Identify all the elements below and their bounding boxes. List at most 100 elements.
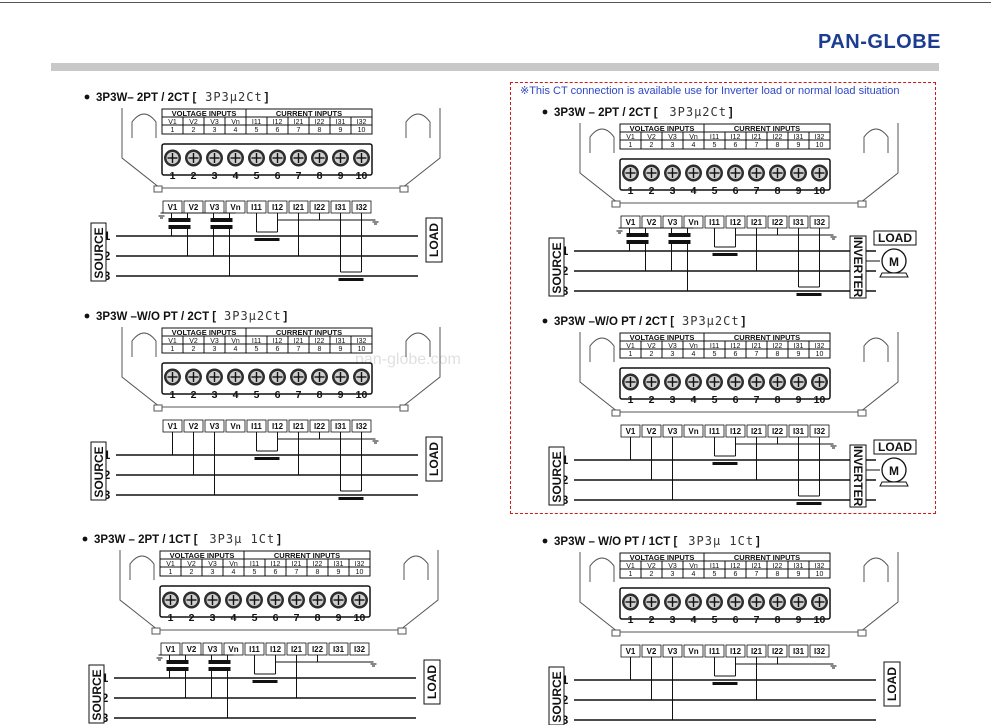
- table-num-6: 6: [276, 346, 280, 353]
- pt-transformer-icon: [210, 218, 233, 222]
- table-col-i31: I31: [336, 119, 346, 126]
- ct-sensor-icon: [796, 502, 822, 505]
- table-col-i21: I21: [292, 561, 302, 568]
- table-col-vn: Vn: [689, 343, 698, 350]
- inverter-section-frame: [510, 82, 936, 514]
- table-col-vn: Vn: [689, 134, 698, 141]
- current-inputs-header: CURRENT INPUTS: [276, 109, 342, 118]
- panel-title: 3P3W –W/O PT / 2CT [: [96, 311, 216, 323]
- table-col-i12: I12: [273, 119, 283, 126]
- ct-sensor-icon: [796, 293, 822, 296]
- housing-foot-right: [857, 629, 867, 637]
- panel-code: 3P3μ2Ct: [224, 309, 282, 323]
- load-box: [423, 659, 441, 705]
- table-col-vn: Vn: [689, 563, 698, 570]
- terminal-block-label-i32: I32: [814, 427, 826, 436]
- table-col-i11: I11: [252, 119, 261, 126]
- table-num-9: 9: [339, 346, 343, 353]
- panel-title: 3P3W – W/O PT / 1CT [: [554, 536, 677, 548]
- terminal-number-9: 9: [338, 170, 344, 182]
- table-col-i22: I22: [313, 561, 323, 568]
- table-num-1: 1: [629, 351, 633, 358]
- table-num-10: 10: [358, 346, 366, 353]
- table-col-v1: V1: [168, 338, 177, 345]
- terminal-block-label-i31: I31: [335, 422, 347, 431]
- table-col-vn: Vn: [229, 561, 238, 568]
- terminal-number-3: 3: [212, 170, 218, 182]
- table-col-i22: I22: [773, 343, 783, 350]
- pt-transformer-icon: [208, 667, 231, 671]
- terminal-block-label-v3: V3: [668, 218, 678, 227]
- terminal-number-2: 2: [649, 614, 655, 626]
- load-label: LOAD: [878, 440, 912, 454]
- table-num-7: 7: [755, 142, 759, 149]
- terminal-block-cell: [683, 644, 704, 658]
- table-col-i11: I11: [710, 563, 719, 570]
- title-bullet: [542, 538, 548, 544]
- motor-label: M: [889, 255, 899, 269]
- table-num-2: 2: [192, 127, 196, 134]
- housing-foot-left: [611, 409, 621, 417]
- panel-code: 3P3μ2Ct: [682, 314, 740, 328]
- top-border-line: [0, 2, 991, 3]
- load-box: [873, 439, 917, 455]
- inverter-box: [849, 235, 867, 299]
- table-num-6: 6: [734, 571, 738, 578]
- source-label: SOURCE: [90, 669, 104, 720]
- table-num-2: 2: [650, 351, 654, 358]
- load-box: [873, 230, 917, 246]
- terminal-number-8: 8: [775, 185, 781, 197]
- ct-sensor-icon: [338, 497, 364, 500]
- inverter-label: INVERTER: [851, 446, 865, 507]
- table-col-v1: V1: [166, 561, 175, 568]
- terminal-block-label-vn: Vn: [688, 218, 698, 227]
- housing-slot-right: [405, 113, 431, 138]
- pt-transformer-icon: [626, 233, 649, 237]
- table-col-i11: I11: [250, 561, 259, 568]
- terminal-number-10: 10: [356, 170, 368, 182]
- table-num-8: 8: [776, 351, 780, 358]
- ct-sensor-icon: [252, 680, 278, 683]
- inverter-label: INVERTER: [851, 237, 865, 298]
- terminal-block-label-i12: I12: [272, 422, 284, 431]
- table-col-v3: V3: [668, 134, 677, 141]
- load-label: LOAD: [885, 667, 899, 701]
- terminal-block-label-i31: I31: [333, 645, 345, 654]
- meter-housing: [579, 332, 899, 413]
- terminal-number-9: 9: [796, 185, 802, 197]
- table-num-3: 3: [671, 571, 675, 578]
- source-label: SOURCE: [92, 446, 106, 497]
- load-box: [425, 436, 443, 482]
- terminal-block-label-v3: V3: [210, 422, 220, 431]
- terminal-block-label-i32: I32: [356, 203, 368, 212]
- terminal-number-5: 5: [252, 612, 258, 624]
- wiring-panel-p3: 3P3W –W/O PT / 2CT [3P3μ2Ct]VOLTAGE INPU…: [84, 309, 443, 502]
- table-num-3: 3: [213, 127, 217, 134]
- voltage-inputs-header: VOLTAGE INPUTS: [172, 109, 237, 118]
- pt-transformer-icon: [626, 240, 649, 244]
- terminal-block-label-i21: I21: [751, 427, 763, 436]
- terminal-number-3: 3: [670, 614, 676, 626]
- terminal-number-8: 8: [775, 614, 781, 626]
- terminal-number-1: 1: [628, 614, 634, 626]
- table-col-i12: I12: [731, 563, 741, 570]
- source-box: [548, 446, 565, 506]
- table-num-5: 5: [255, 127, 259, 134]
- table-col-i21: I21: [294, 119, 304, 126]
- terminal-number-8: 8: [775, 394, 781, 406]
- table-num-5: 5: [713, 351, 717, 358]
- table-num-9: 9: [339, 127, 343, 134]
- title-bullet: [82, 536, 88, 542]
- terminal-block-label-i32: I32: [814, 647, 826, 656]
- title-bullet: [542, 318, 548, 324]
- table-num-6: 6: [734, 142, 738, 149]
- table-col-i22: I22: [773, 563, 783, 570]
- table-num-8: 8: [318, 127, 322, 134]
- current-inputs-header: CURRENT INPUTS: [734, 333, 800, 342]
- terminal-number-1: 1: [170, 389, 176, 401]
- voltage-inputs-header: VOLTAGE INPUTS: [172, 328, 237, 337]
- motor-base-icon: [879, 272, 909, 278]
- terminal-block-label-i12: I12: [272, 203, 284, 212]
- table-col-v3: V3: [668, 563, 677, 570]
